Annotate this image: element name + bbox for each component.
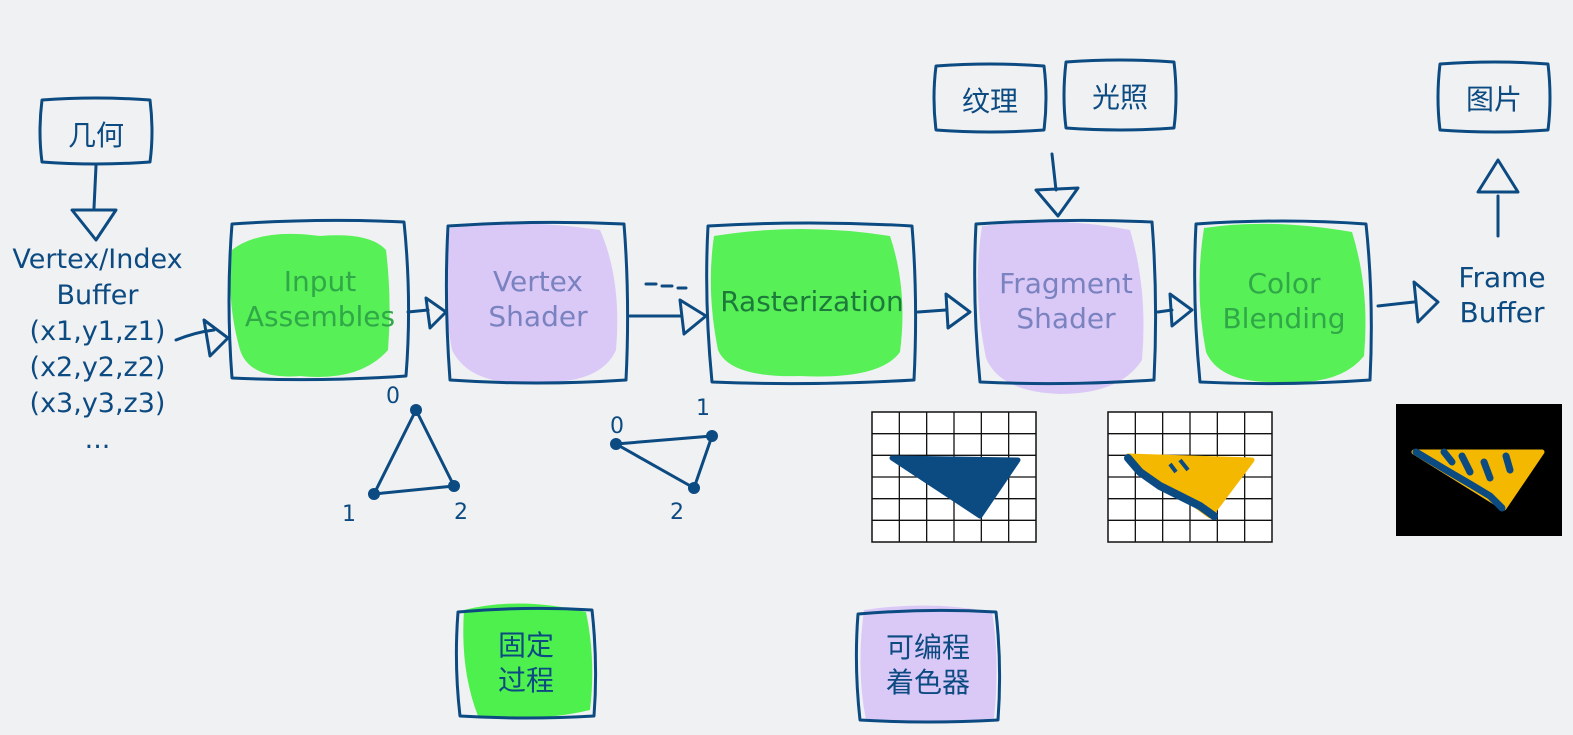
fixed-highlight-blending: [1199, 223, 1366, 383]
vertex-triangle-label-2: 2: [670, 500, 684, 525]
image-box: [1436, 60, 1552, 134]
stage-fragment-line1: Fragment: [999, 267, 1133, 300]
stage-vertex-line2: Shader: [488, 300, 588, 333]
vertex-row: (x1,y1,z1): [29, 316, 166, 347]
vertex-buffer-block: Vertex/Index Buffer (x1,y1,z1) (x2,y2,z2…: [0, 242, 195, 458]
geometry-box: [38, 96, 154, 166]
raster-grid-1-fill: [889, 455, 1021, 519]
programmable-highlight-fragment: [977, 221, 1144, 394]
arrow-raster-head: [944, 292, 972, 330]
arrow-texture-head: [1034, 186, 1080, 218]
legend-fixed-box: [454, 606, 598, 720]
fragment-shader-box: [973, 218, 1158, 386]
vertex-buffer-title-line1: Vertex/Index: [12, 244, 183, 275]
stage-color-blending: Color Blending: [1196, 266, 1372, 336]
legend-fixed-highlight: [463, 603, 593, 718]
arrow-geometry-down: [92, 164, 98, 210]
frame-buffer-line1: Frame: [1458, 261, 1546, 294]
texture-box: [932, 62, 1048, 134]
dashes-vertex-raster: [644, 282, 688, 290]
arrow-input-head: [424, 296, 448, 330]
frame-buffer-line2: Buffer: [1459, 296, 1545, 329]
legend-fixed-line2: 过程: [497, 664, 554, 697]
vertex-triangle-label-0: 0: [610, 414, 624, 439]
stage-input-line1: Input: [283, 265, 357, 298]
texture-label: 纹理: [961, 85, 1018, 118]
input-triangle-label-1: 1: [342, 502, 356, 527]
lighting-label: 光照: [1091, 81, 1148, 114]
arrow-raster-to-fragment: [916, 308, 948, 314]
geometry-label: 几何: [67, 119, 124, 152]
input-assembles-box: [227, 218, 411, 382]
stage-input-assembles: Input Assembles: [232, 264, 408, 334]
vertex-row: (x2,y2,z2): [29, 352, 166, 383]
raster-grid-2-yellow-fill: [1125, 453, 1255, 519]
fixed-highlight-input: [230, 233, 390, 377]
stage-fragment-line2: Shader: [1016, 302, 1116, 335]
arrow-blending-to-frame: [1376, 300, 1416, 308]
arrow-texture-down: [1050, 152, 1058, 192]
legend-programmable-highlight: [860, 605, 997, 724]
vertex-row: (x3,y3,z3): [29, 388, 166, 419]
input-triangle-label-2: 2: [454, 500, 468, 525]
legend-programmable-box: [854, 608, 1002, 724]
vertex-shader-box: [444, 220, 630, 385]
stage-blending-line1: Color: [1247, 267, 1321, 300]
stage-rasterization: Rasterization: [708, 284, 916, 319]
vertex-triangle: [614, 434, 714, 490]
arrow-frame-head: [1476, 158, 1520, 194]
arrow-vertex-head: [678, 298, 708, 336]
vertex-buffer-title-line2: Buffer: [56, 280, 139, 311]
stage-blending-line2: Blending: [1222, 302, 1346, 335]
stage-raster-line1: Rasterization: [720, 285, 904, 318]
input-triangle-label-0: 0: [386, 384, 400, 409]
color-blending-box: [1193, 219, 1373, 386]
image-label: 图片: [1465, 83, 1522, 116]
frame-image-blue: [1412, 448, 1514, 512]
stage-input-line2: Assembles: [244, 300, 396, 333]
stage-vertex-shader: Vertex Shader: [448, 264, 628, 334]
raster-grid-2-blue-stroke: [1124, 454, 1218, 520]
vertex-row: ...: [84, 424, 111, 455]
stage-fragment-shader: Fragment Shader: [976, 266, 1156, 336]
legend-fixed-line1: 固定: [497, 629, 554, 662]
input-triangle: [372, 408, 456, 496]
arrow-geometry-head: [70, 208, 118, 242]
vertex-triangle-label-1: 1: [696, 396, 710, 421]
arrow-buffer-to-input: [174, 328, 216, 342]
rasterization-box: [705, 221, 918, 386]
legend-fixed-label: 固定 过程: [458, 628, 594, 698]
fixed-highlight-raster: [710, 229, 903, 377]
arrow-blending-head: [1412, 280, 1440, 324]
programmable-highlight-vertex: [445, 223, 618, 383]
arrow-buffer-head: [202, 318, 230, 358]
legend-programmable-label: 可编程 着色器: [858, 630, 998, 700]
arrow-input-to-vertex: [406, 308, 430, 314]
lighting-box: [1062, 58, 1178, 132]
legend-prog-line1: 可编程: [885, 631, 970, 664]
frame-buffer-label: Frame Buffer: [1440, 260, 1564, 330]
stage-vertex-line1: Vertex: [492, 265, 583, 298]
legend-prog-line2: 着色器: [885, 666, 970, 699]
arrow-fragment-head: [1168, 292, 1194, 328]
